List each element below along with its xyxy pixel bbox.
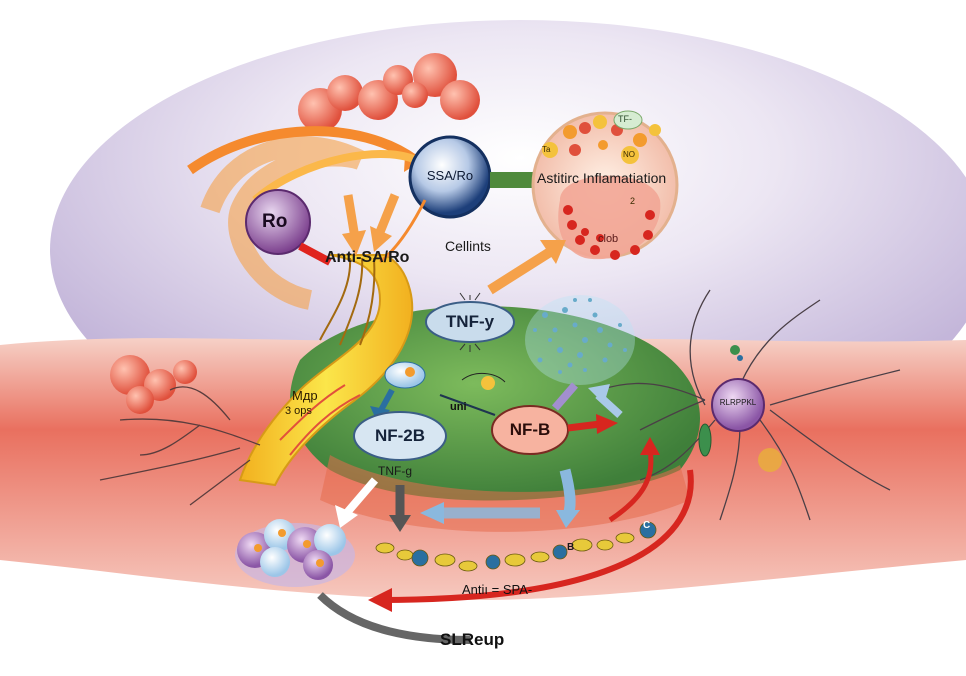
tnf-top-node	[425, 301, 515, 343]
inflammation-particles	[542, 115, 661, 260]
orange-flow-top	[187, 126, 418, 175]
z-label: 2	[630, 196, 636, 206]
neuron-branches-left	[99, 386, 261, 506]
ops-label: 3 ops	[285, 405, 312, 417]
map-label: Mдp	[292, 388, 318, 403]
connector-bar	[490, 172, 538, 188]
cellints-label: Cellints	[445, 238, 491, 254]
ta-label: Ta	[542, 145, 551, 154]
nfb-node	[491, 405, 569, 455]
clob-label: clob	[598, 233, 619, 245]
ro-node	[245, 189, 311, 255]
c-label: C	[643, 520, 651, 531]
b-label: B	[567, 542, 575, 553]
immune-cell-cluster	[235, 519, 355, 587]
anti-spa-label: Antiı = SPA-	[462, 582, 533, 597]
no-label: NO	[623, 150, 635, 159]
inflammation-label: Astitirc Inflamatiation	[537, 170, 667, 186]
neuron-branches-right	[599, 289, 901, 521]
particle-cloud	[533, 298, 627, 374]
ssa-ro-label: SSA/Ro	[426, 168, 474, 183]
anti-sa-ro-label: Anti-SA/Ro	[325, 249, 410, 266]
ro-label: Ro	[262, 211, 288, 232]
neuron-label: RLRPPKL	[719, 398, 757, 407]
slreup-label: SLReup	[440, 630, 505, 649]
small-cell	[384, 361, 426, 389]
nf2b-node	[353, 411, 447, 461]
tnf-g-label: TNF-g	[378, 464, 412, 478]
grey-curve	[317, 592, 471, 644]
red-cell-cluster-left	[110, 355, 197, 414]
molecule-chain	[375, 521, 657, 572]
nfb-label: NF-B	[509, 420, 551, 439]
nerve-pathway	[238, 254, 414, 487]
tnf-top-label: TNF-y	[445, 312, 495, 331]
uni-label: uni	[450, 401, 467, 413]
tf-label: TF-	[618, 114, 632, 124]
nf2b-label: NF-2B	[374, 426, 426, 445]
neuron-body	[711, 378, 765, 432]
orange-swirl	[200, 136, 365, 310]
red-cell-cluster-top	[298, 53, 480, 132]
